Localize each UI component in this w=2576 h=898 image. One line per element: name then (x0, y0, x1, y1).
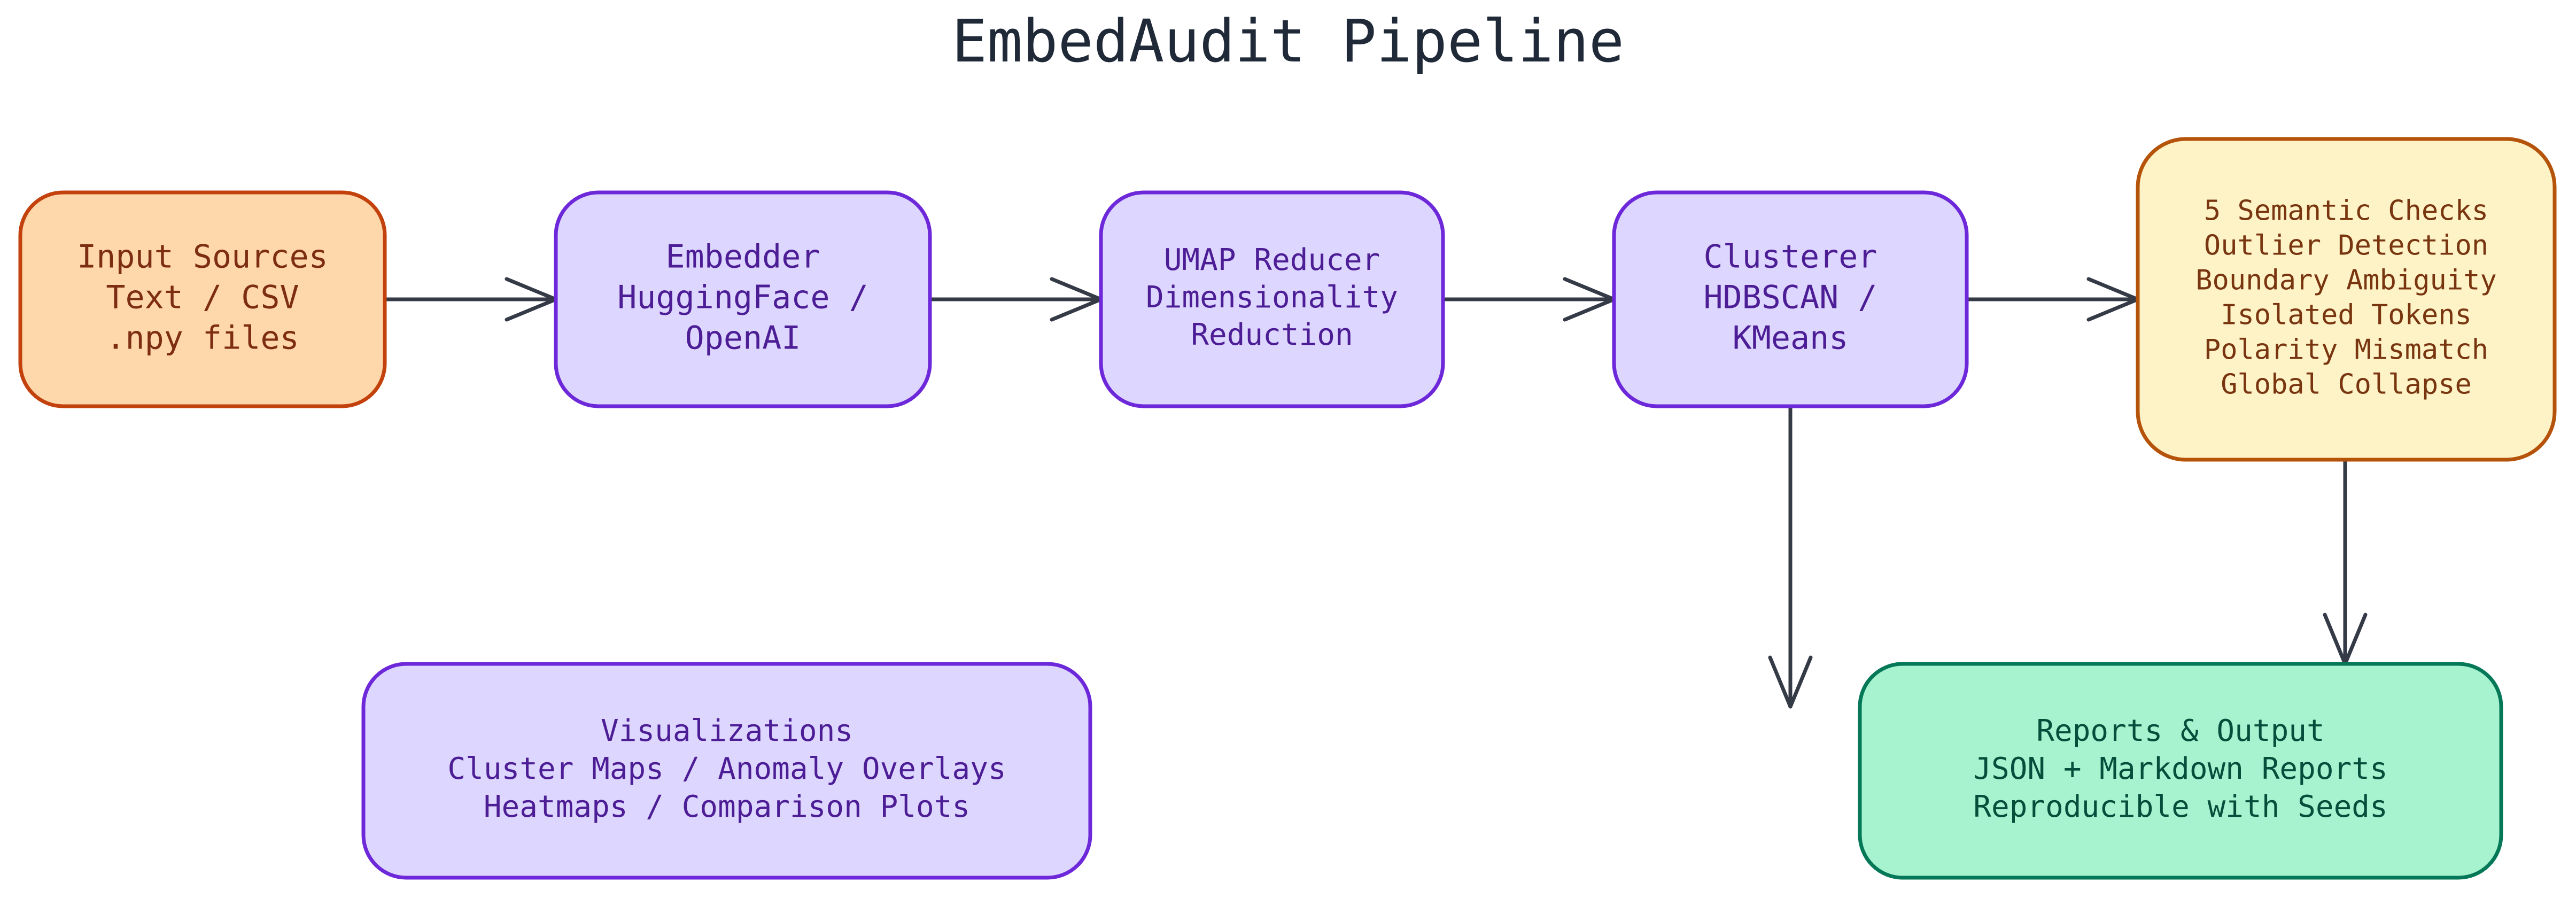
node-box (1612, 190, 1969, 408)
node-label-line: Polarity Mismatch (2204, 334, 2488, 366)
node-label-line: HuggingFace / (617, 279, 868, 316)
node-label-line: Visualizations (601, 714, 853, 748)
node-label-line: HDBSCAN / (1703, 279, 1877, 316)
node-label-line: Reproducible with Seeds (1973, 789, 2387, 824)
node-label-line: Dimensionality (1146, 280, 1398, 315)
node-label-line: JSON + Markdown Reports (1973, 752, 2387, 786)
node-label-line: Heatmaps / Comparison Plots (484, 789, 970, 824)
node-label-line: Isolated Tokens (2221, 299, 2472, 331)
node-label-line: KMeans (1733, 320, 1849, 357)
node-label-line: Reduction (1191, 318, 1353, 352)
edge-checks-to-reports (2323, 458, 2368, 666)
edge-embedder-to-umap (928, 277, 1103, 322)
node-label-line: Outlier Detection (2204, 230, 2488, 262)
node-label-line: Text / CSV (106, 279, 299, 316)
node-label-line: Input Sources (77, 238, 328, 276)
edge-clusterer-to-checks (1965, 277, 2140, 322)
node-label-line: Cluster Maps / Anomaly Overlays (447, 752, 1006, 786)
node-box (554, 190, 932, 408)
edge-umap-to-clusterer (1441, 277, 1616, 322)
node-label-line: .npy files (106, 320, 299, 357)
node-box (2136, 137, 2557, 462)
node-box (1099, 190, 1445, 408)
node-box (1858, 662, 2503, 880)
edge-input-to-embedder (383, 277, 558, 322)
node-label-line: Boundary Ambiguity (2195, 265, 2497, 297)
node-label-line: Clusterer (1703, 238, 1877, 276)
node-label-line: UMAP Reducer (1164, 243, 1380, 277)
node-box (18, 190, 387, 408)
node-label-line: 5 Semantic Checks (2204, 195, 2488, 227)
arrow-head-icon (1768, 655, 1813, 709)
node-label-line: Global Collapse (2221, 369, 2472, 401)
node-label-line: Reports & Output (2036, 714, 2324, 748)
node-box (361, 662, 1092, 880)
node-label-line: Embedder (666, 238, 820, 276)
diagram-title: EmbedAudit Pipeline (952, 7, 1624, 75)
node-label-line: OpenAI (685, 320, 801, 357)
